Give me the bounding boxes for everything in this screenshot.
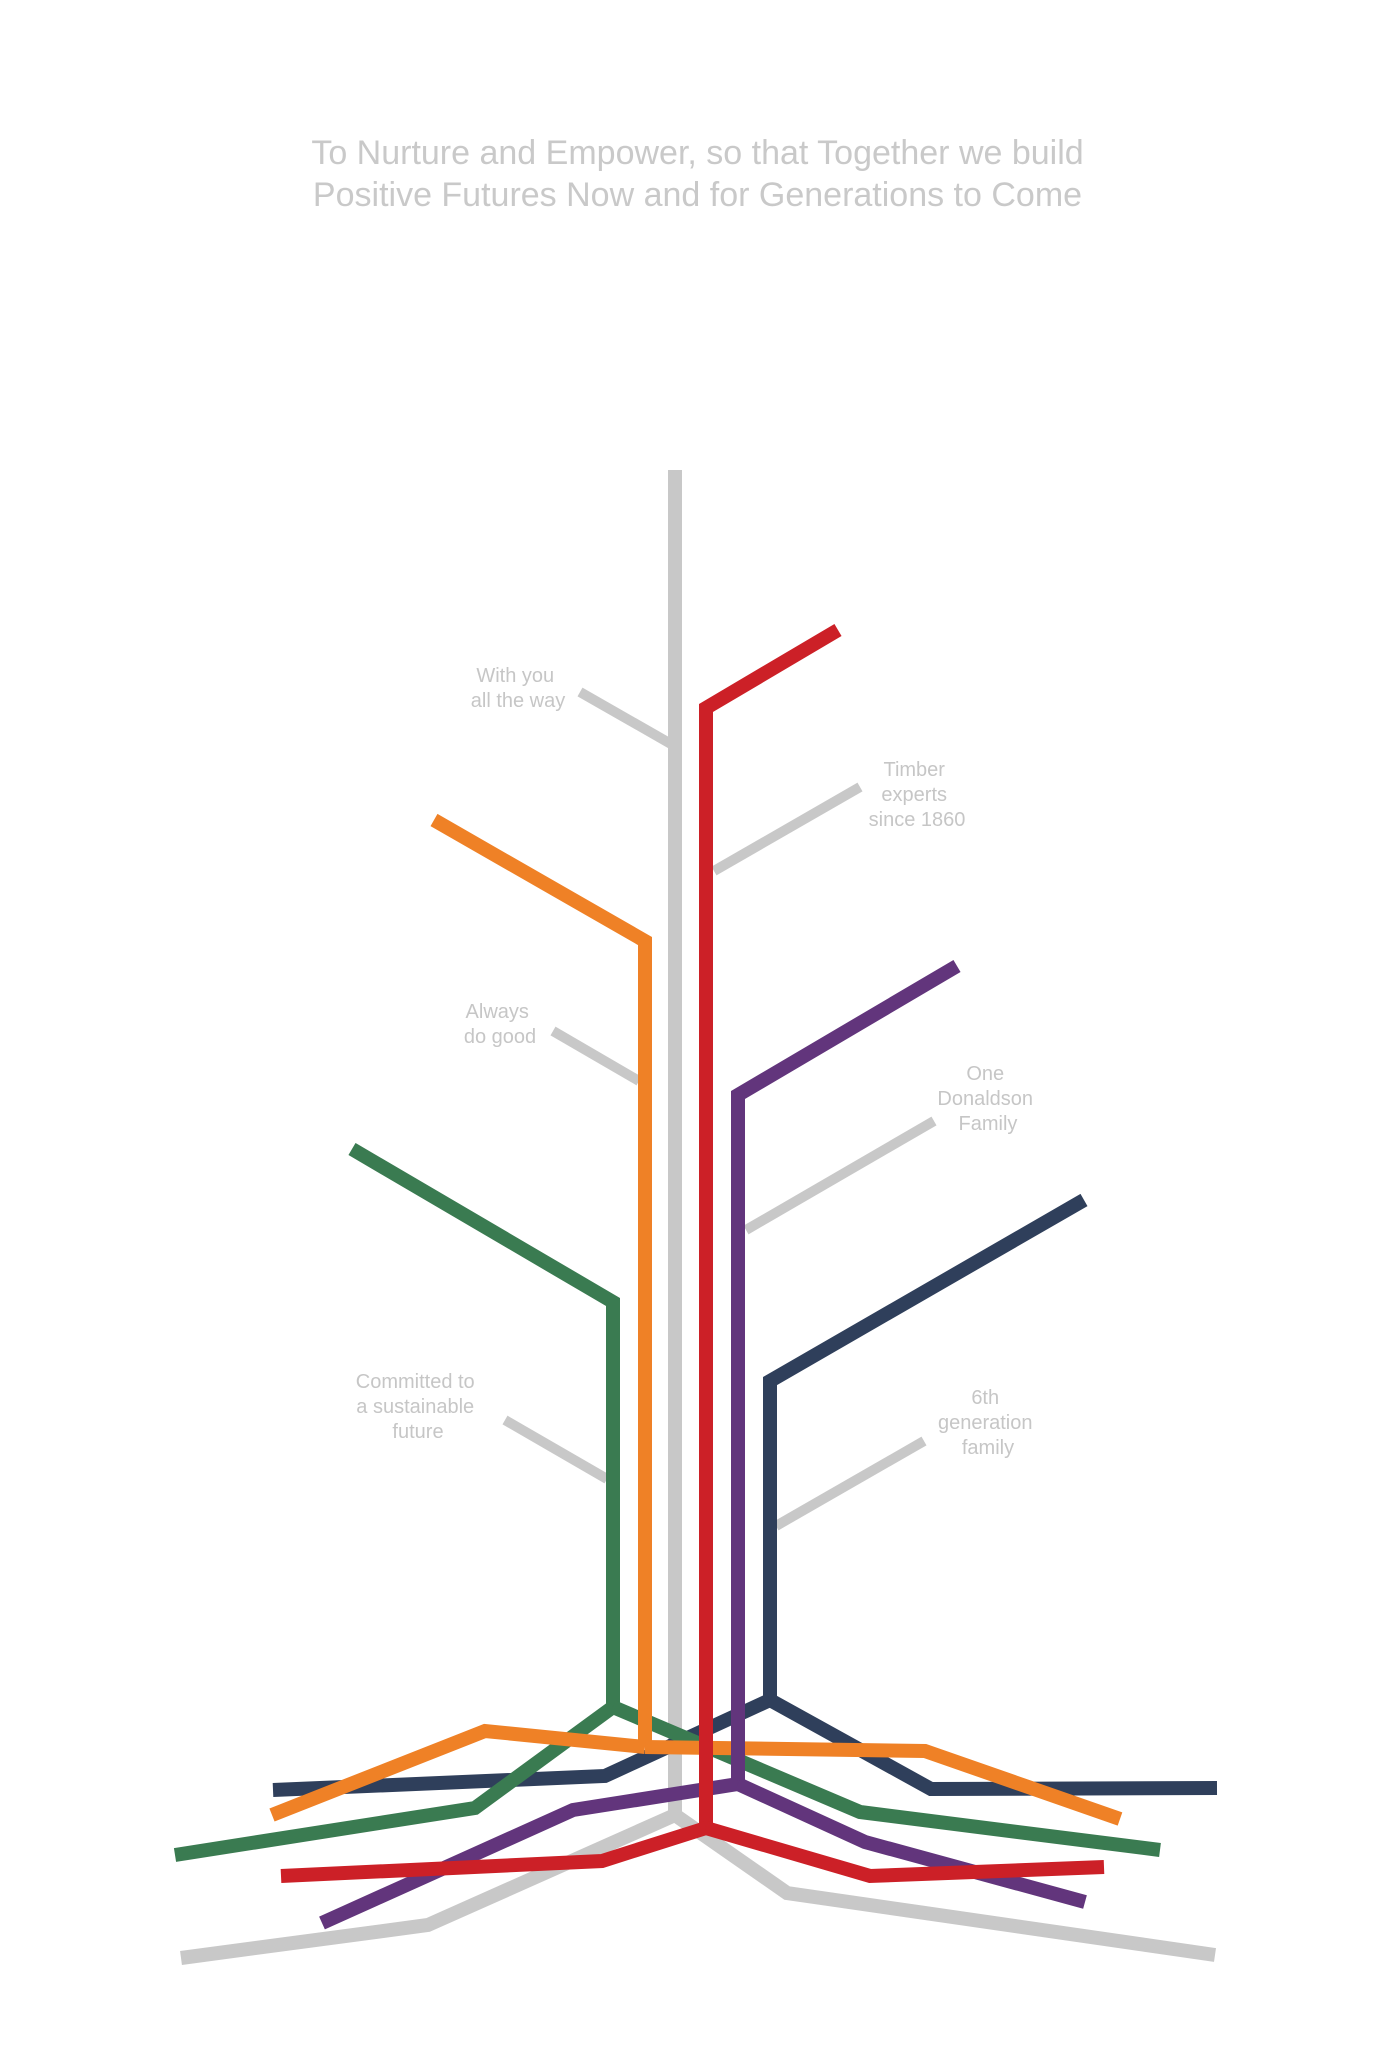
- connector-with-you: [577, 687, 674, 749]
- green-branch: [348, 1142, 620, 1707]
- label-line: do good: [464, 1026, 536, 1048]
- label-line: generation: [938, 1412, 1033, 1434]
- orange-branch: [430, 813, 652, 1747]
- connector-one-family: [743, 1116, 937, 1235]
- label-line: Committed to: [356, 1371, 475, 1393]
- connector-always-good: [550, 1026, 642, 1086]
- label-always-good: Always do good: [464, 1001, 536, 1048]
- label-line: One: [966, 1063, 1004, 1085]
- navy-root-right: [766, 1693, 1218, 1797]
- label-line: family: [962, 1437, 1014, 1459]
- purple-branch: [731, 959, 961, 1784]
- navy-branch: [763, 1193, 1088, 1700]
- red-root-left: [280, 1821, 709, 1883]
- navy-root-left: [272, 1693, 773, 1797]
- label-one-family: One Donaldson Family: [937, 1063, 1038, 1135]
- label-sixth-gen: 6th generation family: [938, 1387, 1038, 1459]
- label-line: With you: [476, 665, 554, 687]
- label-line: Donaldson: [937, 1088, 1033, 1110]
- label-line: a sustainable: [356, 1396, 474, 1418]
- label-sustainable: Committed to a sustainable future: [356, 1371, 481, 1443]
- label-with-you: With you all the way: [471, 665, 566, 712]
- label-line: Timber: [883, 759, 945, 781]
- purple-root-right: [735, 1777, 1087, 1909]
- label-timber: Timber experts since 1860: [869, 759, 966, 831]
- purple-root-left: [319, 1777, 740, 1930]
- label-line: all the way: [471, 690, 566, 712]
- orange-root-left: [269, 1723, 646, 1822]
- connector-timber: [711, 782, 863, 876]
- red-root-right: [704, 1821, 1105, 1884]
- label-line: future: [392, 1421, 443, 1443]
- page-title: To Nurture and Empower, so that Together…: [0, 132, 1395, 216]
- grey-root-left: [180, 1808, 678, 1965]
- connector-sixth-gen: [773, 1436, 927, 1531]
- grey-root-right: [670, 1809, 1217, 1962]
- label-line: since 1860: [869, 809, 966, 831]
- label-line: Always: [466, 1001, 529, 1023]
- label-line: experts: [881, 784, 947, 806]
- red-branch: [699, 623, 842, 1828]
- connector-sustainable: [502, 1415, 610, 1484]
- label-line: 6th: [971, 1387, 999, 1409]
- label-line: Family: [959, 1113, 1018, 1135]
- title-line-2: Positive Futures Now and for Generations…: [312, 176, 1083, 214]
- title-line-1: To Nurture and Empower, so that Together…: [311, 134, 1084, 172]
